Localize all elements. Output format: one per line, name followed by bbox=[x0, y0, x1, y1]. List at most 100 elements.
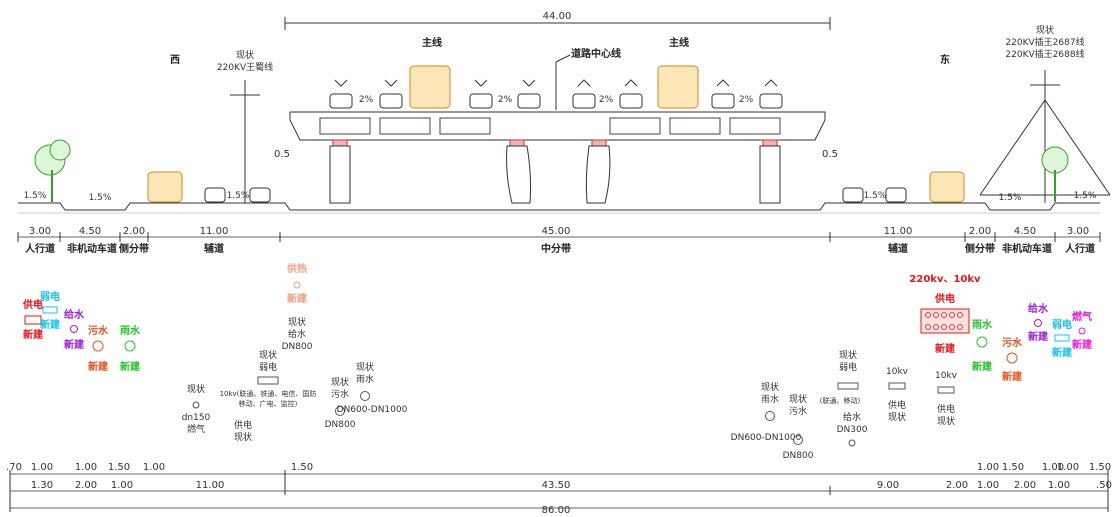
rx2-2: (联通、移动) bbox=[820, 396, 861, 405]
lx3-2: DN800 bbox=[325, 420, 356, 430]
b1-3: 1.50 bbox=[108, 462, 130, 473]
lx1-2: 燃气 bbox=[187, 423, 205, 435]
pipe-right-rain: 雨水 bbox=[972, 318, 993, 331]
total-width: 86.00 bbox=[542, 505, 571, 516]
rx2-1: 弱电 bbox=[839, 361, 857, 373]
rx0-1: 雨水 bbox=[761, 393, 779, 405]
right-power-pipeline: 220kv、10kv 供电 新建 bbox=[909, 274, 981, 355]
east-label: 东 bbox=[940, 53, 950, 66]
pipe-left-power-status: 新建 bbox=[23, 328, 44, 341]
section-width-8: 4.50 bbox=[1014, 226, 1036, 237]
right-existing-pipelines: 现状 雨水 DN600-DN1000 现状 污水 DN800 现状 弱电 (联通… bbox=[731, 349, 958, 461]
east-powerline-name-1: 220KV插王2687线 bbox=[1005, 36, 1084, 48]
pipe-right-power-status: 新建 bbox=[935, 342, 956, 355]
east-powerline-name-2: 220KV插王2688线 bbox=[1005, 48, 1084, 60]
section-label-9: 人行道 bbox=[1065, 242, 1095, 255]
lx3-1: 污水 bbox=[331, 388, 349, 400]
section-width-9: 3.00 bbox=[1067, 226, 1089, 237]
pipe-left-water-status: 新建 bbox=[64, 338, 85, 351]
b1-1: 1.00 bbox=[31, 462, 53, 473]
pipe-right-water-status: 新建 bbox=[1028, 330, 1049, 343]
centerline-label: 道路中心线 bbox=[571, 47, 621, 60]
b2-6: 2.00 bbox=[946, 480, 968, 491]
b2-3: 11.00 bbox=[196, 480, 225, 491]
pipe-heat-status: 新建 bbox=[287, 292, 308, 305]
b1-9: 1.00 bbox=[1057, 462, 1079, 473]
rx0-0: 现状 bbox=[761, 381, 779, 393]
b1-7: 1.50 bbox=[1002, 462, 1024, 473]
section-label-6: 辅道 bbox=[888, 242, 908, 255]
section-label-2: 非机动车道 bbox=[67, 242, 117, 255]
lx0-0: 现状 bbox=[288, 316, 306, 328]
right-new-pipelines: 雨水 新建 污水 新建 给水 新建 弱电 新建 燃气 新建 bbox=[972, 302, 1093, 383]
slope-left-walk: 1.5% bbox=[24, 191, 47, 201]
b1-5: 1.50 bbox=[291, 462, 313, 473]
west-tree bbox=[34, 139, 71, 202]
section-width-7: 2.00 bbox=[969, 226, 991, 237]
heat-pipeline: 供热 新建 bbox=[286, 262, 308, 305]
section-label-5: 中分带 bbox=[541, 242, 571, 255]
viaduct-vehicles: 2% 2% 2% 2% bbox=[329, 65, 783, 109]
pipe-left-weak-status: 新建 bbox=[40, 318, 61, 331]
main-line-left-label: 主线 bbox=[422, 36, 442, 49]
pipe-left-weak: 弱电 bbox=[40, 290, 60, 303]
slope-left-aux: 1.5% bbox=[227, 191, 250, 201]
rx1-1: 污水 bbox=[789, 405, 807, 417]
rx0-2: DN600-DN1000 bbox=[731, 433, 802, 443]
b2-10: .50 bbox=[1096, 480, 1112, 491]
rx4-0: 10kv bbox=[935, 371, 958, 381]
lx4-1: 雨水 bbox=[356, 373, 374, 385]
viaduct-slope-4: 2% bbox=[739, 95, 754, 105]
rx2-4: DN300 bbox=[837, 425, 868, 435]
viaduct bbox=[289, 111, 826, 204]
east-power-tower: 现状 220KV插王2687线 220KV插王2688线 bbox=[979, 24, 1111, 203]
section-width-4: 11.00 bbox=[200, 226, 229, 237]
section-label-7: 侧分带 bbox=[965, 242, 995, 255]
b1-10: 1.50 bbox=[1089, 462, 1111, 473]
lx4-0: 现状 bbox=[356, 361, 374, 373]
section-dimensions: 3.00 人行道 4.50 非机动车道 2.00 侧分带 11.00 辅道 45… bbox=[17, 226, 1101, 255]
left-new-pipelines: 供电 新建 弱电 新建 给水 新建 污水 新建 雨水 新建 bbox=[22, 290, 141, 373]
section-label-1: 人行道 bbox=[25, 242, 55, 255]
main-line-right-label: 主线 bbox=[669, 36, 689, 49]
b2-4: 43.50 bbox=[542, 480, 571, 491]
overall-width-label: 44.00 bbox=[543, 11, 572, 22]
pipe-left-rain: 雨水 bbox=[120, 324, 141, 337]
b2-5: 9.00 bbox=[877, 480, 899, 491]
b2-9: 1.00 bbox=[1048, 480, 1070, 491]
b1-8: 1.00 bbox=[1042, 462, 1064, 473]
b1-0: .70 bbox=[6, 462, 22, 473]
lx2-0: 现状 bbox=[259, 349, 277, 361]
ground-vehicles: 1.5% 1.5% 1.5% 1.5% 1.5% 1.5% bbox=[24, 171, 1097, 203]
lx2-1: 弱电 bbox=[259, 361, 277, 373]
pipe-right-gas-status: 新建 bbox=[1072, 338, 1093, 351]
rx4-2: 现状 bbox=[937, 415, 955, 427]
west-label: 西 bbox=[170, 54, 180, 66]
section-label-3: 侧分带 bbox=[119, 242, 149, 255]
b2-8: 2.00 bbox=[1014, 480, 1036, 491]
left-edge-offset: 0.5 bbox=[274, 149, 290, 160]
east-tree bbox=[1041, 146, 1069, 202]
viaduct-slope-3: 2% bbox=[599, 95, 614, 105]
section-width-6: 11.00 bbox=[884, 226, 913, 237]
section-width-2: 4.50 bbox=[79, 226, 101, 237]
rx3-0: 10kv bbox=[886, 367, 909, 377]
rx2-0: 现状 bbox=[839, 349, 857, 361]
pipe-right-sewage: 污水 bbox=[1002, 336, 1023, 349]
slope-right-bike: 1.5% bbox=[999, 193, 1022, 203]
slope-right-walk: 1.5% bbox=[1074, 191, 1097, 201]
west-power-tower: 现状 220KV王蜀线 bbox=[217, 49, 273, 203]
section-width-5: 45.00 bbox=[542, 226, 571, 237]
lx0-1: 给水 bbox=[288, 328, 306, 340]
lx4-2: DN600-DN1000 bbox=[337, 405, 408, 415]
top-dimension: 44.00 bbox=[284, 11, 831, 30]
pipe-heat: 供热 bbox=[286, 262, 307, 275]
ground-profile bbox=[18, 202, 1100, 214]
rx3-1: 供电 bbox=[888, 399, 906, 411]
lx2-5: 现状 bbox=[234, 431, 252, 443]
b1-6: 1.00 bbox=[977, 462, 999, 473]
right-edge-offset: 0.5 bbox=[822, 149, 838, 160]
bottom-dimensions: .70 1.00 1.00 1.50 1.00 1.50 1.00 1.50 1… bbox=[6, 462, 1112, 516]
lx1-1: dn150 bbox=[182, 413, 211, 423]
